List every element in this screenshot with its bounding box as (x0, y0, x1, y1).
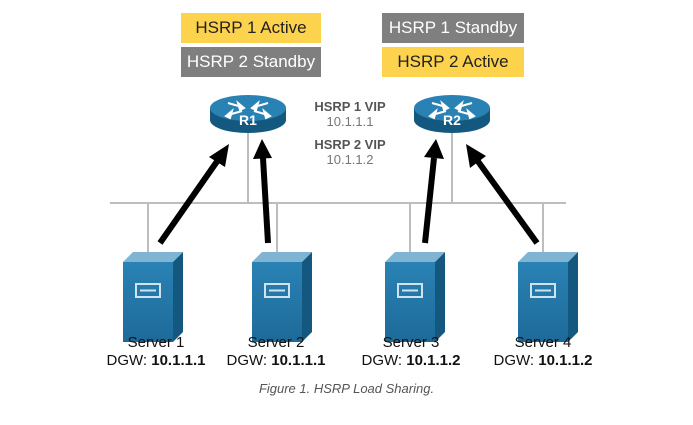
server-4 (518, 252, 578, 342)
server-1 (123, 252, 183, 342)
dgw-address: 10.1.1.1 (271, 352, 326, 369)
server-icon (518, 252, 578, 342)
server-icon (385, 252, 445, 342)
dgw-label: DGW: (493, 352, 535, 369)
router-label: R2 (443, 112, 461, 128)
dgw-label: DGW: (226, 352, 268, 369)
r1-hsrp2-badge: HSRP 2 Standby (181, 47, 321, 77)
server-dgw: DGW: 10.1.1.1 (91, 352, 221, 370)
server-3 (385, 252, 445, 342)
dgw-address: 10.1.1.2 (406, 352, 461, 369)
dgw-label: DGW: (106, 352, 148, 369)
vip-label: HSRP 2 VIP (314, 137, 386, 152)
server-dgw: DGW: 10.1.1.1 (211, 352, 341, 370)
router-r2: R2 (414, 95, 490, 133)
server-2 (252, 252, 312, 342)
server-name: Server 2 (247, 334, 305, 351)
server-1-label: Server 1 DGW: 10.1.1.1 (91, 334, 221, 370)
server-dgw: DGW: 10.1.1.2 (346, 352, 476, 370)
server-icon (252, 252, 312, 342)
vip-group-1: HSRP 1 VIP 10.1.1.1 (295, 99, 405, 129)
dgw-address: 10.1.1.2 (538, 352, 593, 369)
vip-address: 10.1.1.2 (326, 152, 374, 167)
arrow-server-4-to-r2 (466, 144, 540, 245)
server-4-label: Server 4 DGW: 10.1.1.2 (478, 334, 608, 370)
r1-hsrp1-badge: HSRP 1 Active (181, 13, 321, 43)
router-label: R1 (239, 112, 257, 128)
figure-caption: Figure 1. HSRP Load Sharing. (258, 381, 435, 396)
vip-address: 10.1.1.1 (326, 114, 374, 129)
dgw-label: DGW: (361, 352, 403, 369)
traffic-arrows (157, 139, 540, 245)
r2-hsrp1-badge: HSRP 1 Standby (382, 13, 524, 43)
server-name: Server 4 (514, 334, 572, 351)
arrow-server-2-to-r1 (253, 139, 272, 244)
dgw-address: 10.1.1.1 (151, 352, 206, 369)
r2-hsrp2-badge: HSRP 2 Active (382, 47, 524, 77)
router-icon (210, 95, 286, 133)
arrow-server-3-to-r2 (422, 139, 444, 244)
vip-label: HSRP 1 VIP (314, 99, 386, 114)
server-icon (123, 252, 183, 342)
server-name: Server 3 (382, 334, 440, 351)
arrow-server-1-to-r1 (157, 144, 229, 245)
server-dgw: DGW: 10.1.1.2 (478, 352, 608, 370)
router-icon (414, 95, 490, 133)
server-name: Server 1 (127, 334, 185, 351)
router-r1: R1 (210, 95, 286, 133)
server-3-label: Server 3 DGW: 10.1.1.2 (346, 334, 476, 370)
server-2-label: Server 2 DGW: 10.1.1.1 (211, 334, 341, 370)
vip-group-2: HSRP 2 VIP 10.1.1.2 (295, 137, 405, 167)
